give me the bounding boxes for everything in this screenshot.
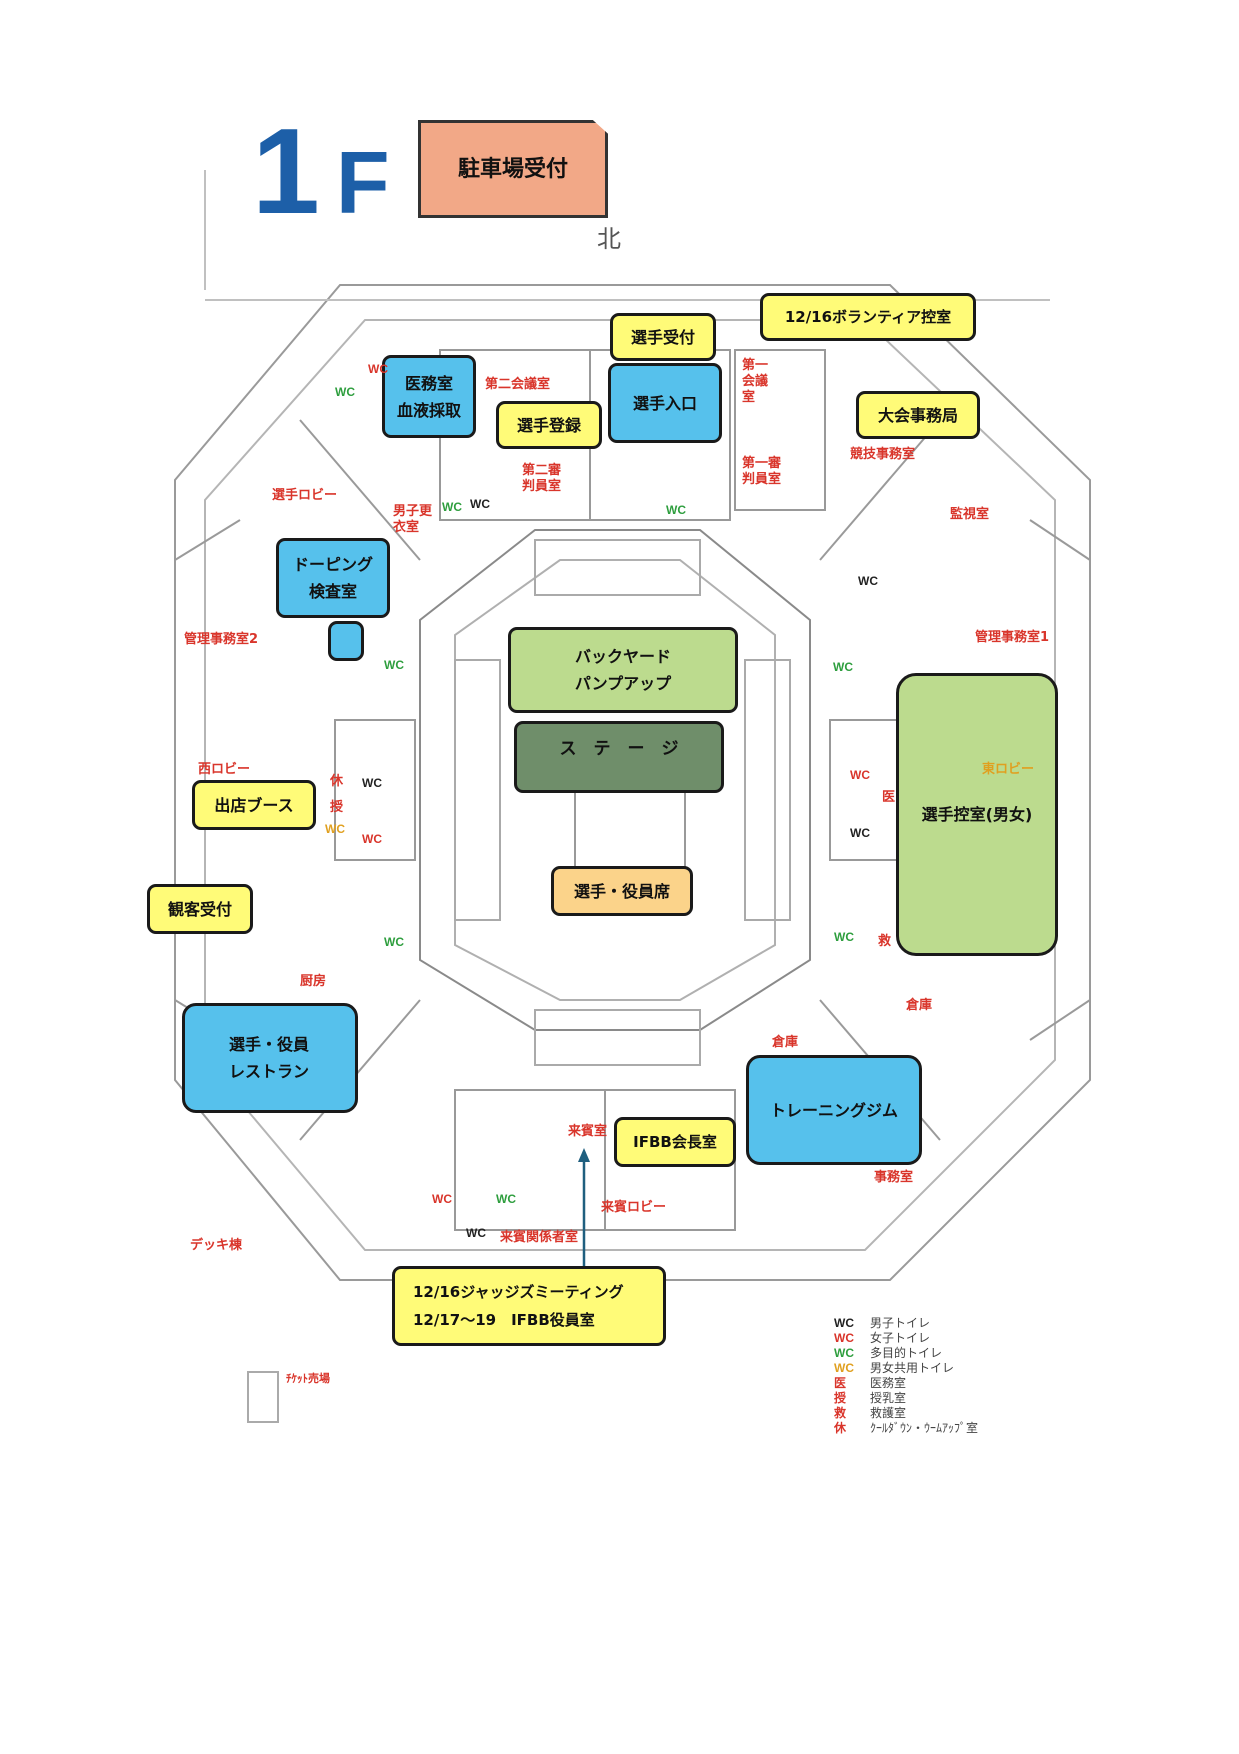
- north-indicator: 北: [597, 225, 621, 253]
- map-label-kitchen: 厨房: [300, 974, 327, 989]
- ifbb-president-room-box[interactable]: IFBB会長室: [614, 1117, 736, 1167]
- wc-label: WC: [850, 768, 870, 782]
- map-label-rest-mark: 休: [330, 774, 344, 789]
- medical-room-box[interactable]: 医務室 血液採取: [382, 355, 476, 438]
- shop-booth-box[interactable]: 出店ブース: [192, 780, 316, 830]
- small-blue-box: [328, 621, 364, 661]
- legend-code: 休: [834, 1421, 847, 1435]
- map-label-nursing-mark: 授: [330, 800, 344, 815]
- legend-text: 女子トイレ: [870, 1331, 931, 1345]
- wc-label: WC: [470, 497, 490, 511]
- legend-row: 救 救護室: [834, 1406, 978, 1421]
- map-label-monitor-room: 監視室: [950, 507, 990, 522]
- legend-code: WC: [834, 1316, 854, 1330]
- wc-label: WC: [496, 1192, 516, 1206]
- floor-unit: F: [335, 133, 400, 232]
- map-label-office: 事務室: [874, 1170, 914, 1185]
- map-label-meeting2: 第二会議室: [485, 377, 551, 392]
- map-label-admin-office1: 管理事務室1: [975, 630, 1050, 645]
- legend-text: ｸｰﾙﾀﾞｳﾝ・ｳｰﾑｱｯﾌﾟ室: [870, 1421, 979, 1435]
- legend-text: 医務室: [870, 1376, 907, 1390]
- map-label-deck: デッキ棟: [190, 1238, 243, 1253]
- legend-code: 授: [834, 1391, 847, 1405]
- wc-label: WC: [666, 503, 686, 517]
- secretariat-box[interactable]: 大会事務局: [856, 391, 980, 439]
- audience-reception-box[interactable]: 観客受付: [147, 884, 253, 934]
- legend-text: 男女共用トイレ: [870, 1361, 955, 1375]
- legend-text: 授乳室: [870, 1391, 907, 1405]
- map-label-aid-mark: 救: [878, 934, 892, 949]
- training-gym-box[interactable]: トレーニングジム: [746, 1055, 922, 1165]
- wc-label: WC: [858, 574, 878, 588]
- map-label-east-lobby: 東ロビー: [982, 762, 1035, 777]
- doping-control-box[interactable]: ドーピング 検査室: [276, 538, 390, 618]
- wc-label: WC: [833, 660, 853, 674]
- map-label-guest-lobby: 来賓ロビー: [601, 1200, 667, 1215]
- map-label-men-locker: 男子更 衣室: [393, 504, 433, 535]
- legend-row: WC 男女共用トイレ: [834, 1361, 978, 1376]
- backyard-pumpup-box[interactable]: バックヤード パンプアップ: [508, 627, 738, 713]
- athlete-reception-box[interactable]: 選手受付: [610, 313, 716, 361]
- map-label-storage-south: 倉庫: [772, 1035, 799, 1050]
- map-label-medical-mark: 医: [882, 790, 896, 805]
- athlete-waiting-room-box[interactable]: 選手控室(男女): [896, 673, 1058, 956]
- parking-reception-box[interactable]: 駐車場受付: [418, 120, 608, 218]
- wc-label: WC: [466, 1226, 486, 1240]
- wc-label: WC: [335, 385, 355, 399]
- athlete-registration-box[interactable]: 選手登録: [496, 401, 602, 449]
- legend-row: WC 多目的トイレ: [834, 1346, 978, 1361]
- stage-box[interactable]: ス テ ー ジ: [514, 721, 724, 793]
- map-label-meeting1: 第一 会議 室: [742, 358, 769, 405]
- wc-label: WC: [362, 776, 382, 790]
- legend-code: WC: [834, 1331, 854, 1345]
- wc-label: WC: [384, 935, 404, 949]
- wc-label: WC: [384, 658, 404, 672]
- wc-label: WC: [362, 832, 382, 846]
- legend-row: 休 ｸｰﾙﾀﾞｳﾝ・ｳｰﾑｱｯﾌﾟ室: [834, 1421, 978, 1436]
- legend-code: WC: [834, 1361, 854, 1375]
- wc-label: WC: [834, 930, 854, 944]
- legend-text: 救護室: [870, 1406, 907, 1420]
- map-label-ticket: ﾁｹｯﾄ売場: [286, 1372, 330, 1385]
- legend-code: WC: [834, 1346, 854, 1360]
- map-label-guest-related-room: 来賓関係者室: [500, 1230, 579, 1245]
- athlete-official-seats-box[interactable]: 選手・役員席: [551, 866, 693, 916]
- floor-number: 1: [252, 103, 330, 239]
- wc-label: WC: [850, 826, 870, 840]
- legend-row: WC 女子トイレ: [834, 1331, 978, 1346]
- map-label-athlete-lobby: 選手ロビー: [272, 488, 338, 503]
- map-label-judge1: 第一審 判員室: [742, 456, 782, 487]
- map-label-storage-east: 倉庫: [906, 998, 933, 1013]
- legend-row: WC 男子トイレ: [834, 1316, 978, 1331]
- legend-row: 医 医務室: [834, 1376, 978, 1391]
- legend-row: 授 授乳室: [834, 1391, 978, 1406]
- judges-meeting-box[interactable]: 12/16ジャッジズミーティング 12/17～19 IFBB役員室: [392, 1266, 666, 1346]
- wc-label: WC: [432, 1192, 452, 1206]
- athlete-official-restaurant-box[interactable]: 選手・役員 レストラン: [182, 1003, 358, 1113]
- athlete-entrance-box[interactable]: 選手入口: [608, 363, 722, 443]
- legend-text: 男子トイレ: [870, 1316, 931, 1330]
- wc-label: WC: [368, 362, 388, 376]
- map-label-admin-office2: 管理事務室2: [184, 632, 259, 647]
- map-label-judge2: 第二審 判員室: [522, 463, 562, 494]
- floor-title: 1F: [252, 110, 400, 232]
- legend-code: 医: [834, 1376, 847, 1390]
- volunteer-room-box[interactable]: 12/16ボランティア控室: [760, 293, 976, 341]
- map-label-competition-office: 競技事務室: [850, 447, 916, 462]
- map-label-guest-room: 来賓室: [568, 1124, 608, 1139]
- wc-label: WC: [325, 822, 345, 836]
- legend-code: 救: [834, 1406, 847, 1420]
- wc-label: WC: [442, 500, 462, 514]
- legend-text: 多目的トイレ: [870, 1346, 943, 1360]
- map-label-west-lobby: 西ロビー: [198, 762, 251, 777]
